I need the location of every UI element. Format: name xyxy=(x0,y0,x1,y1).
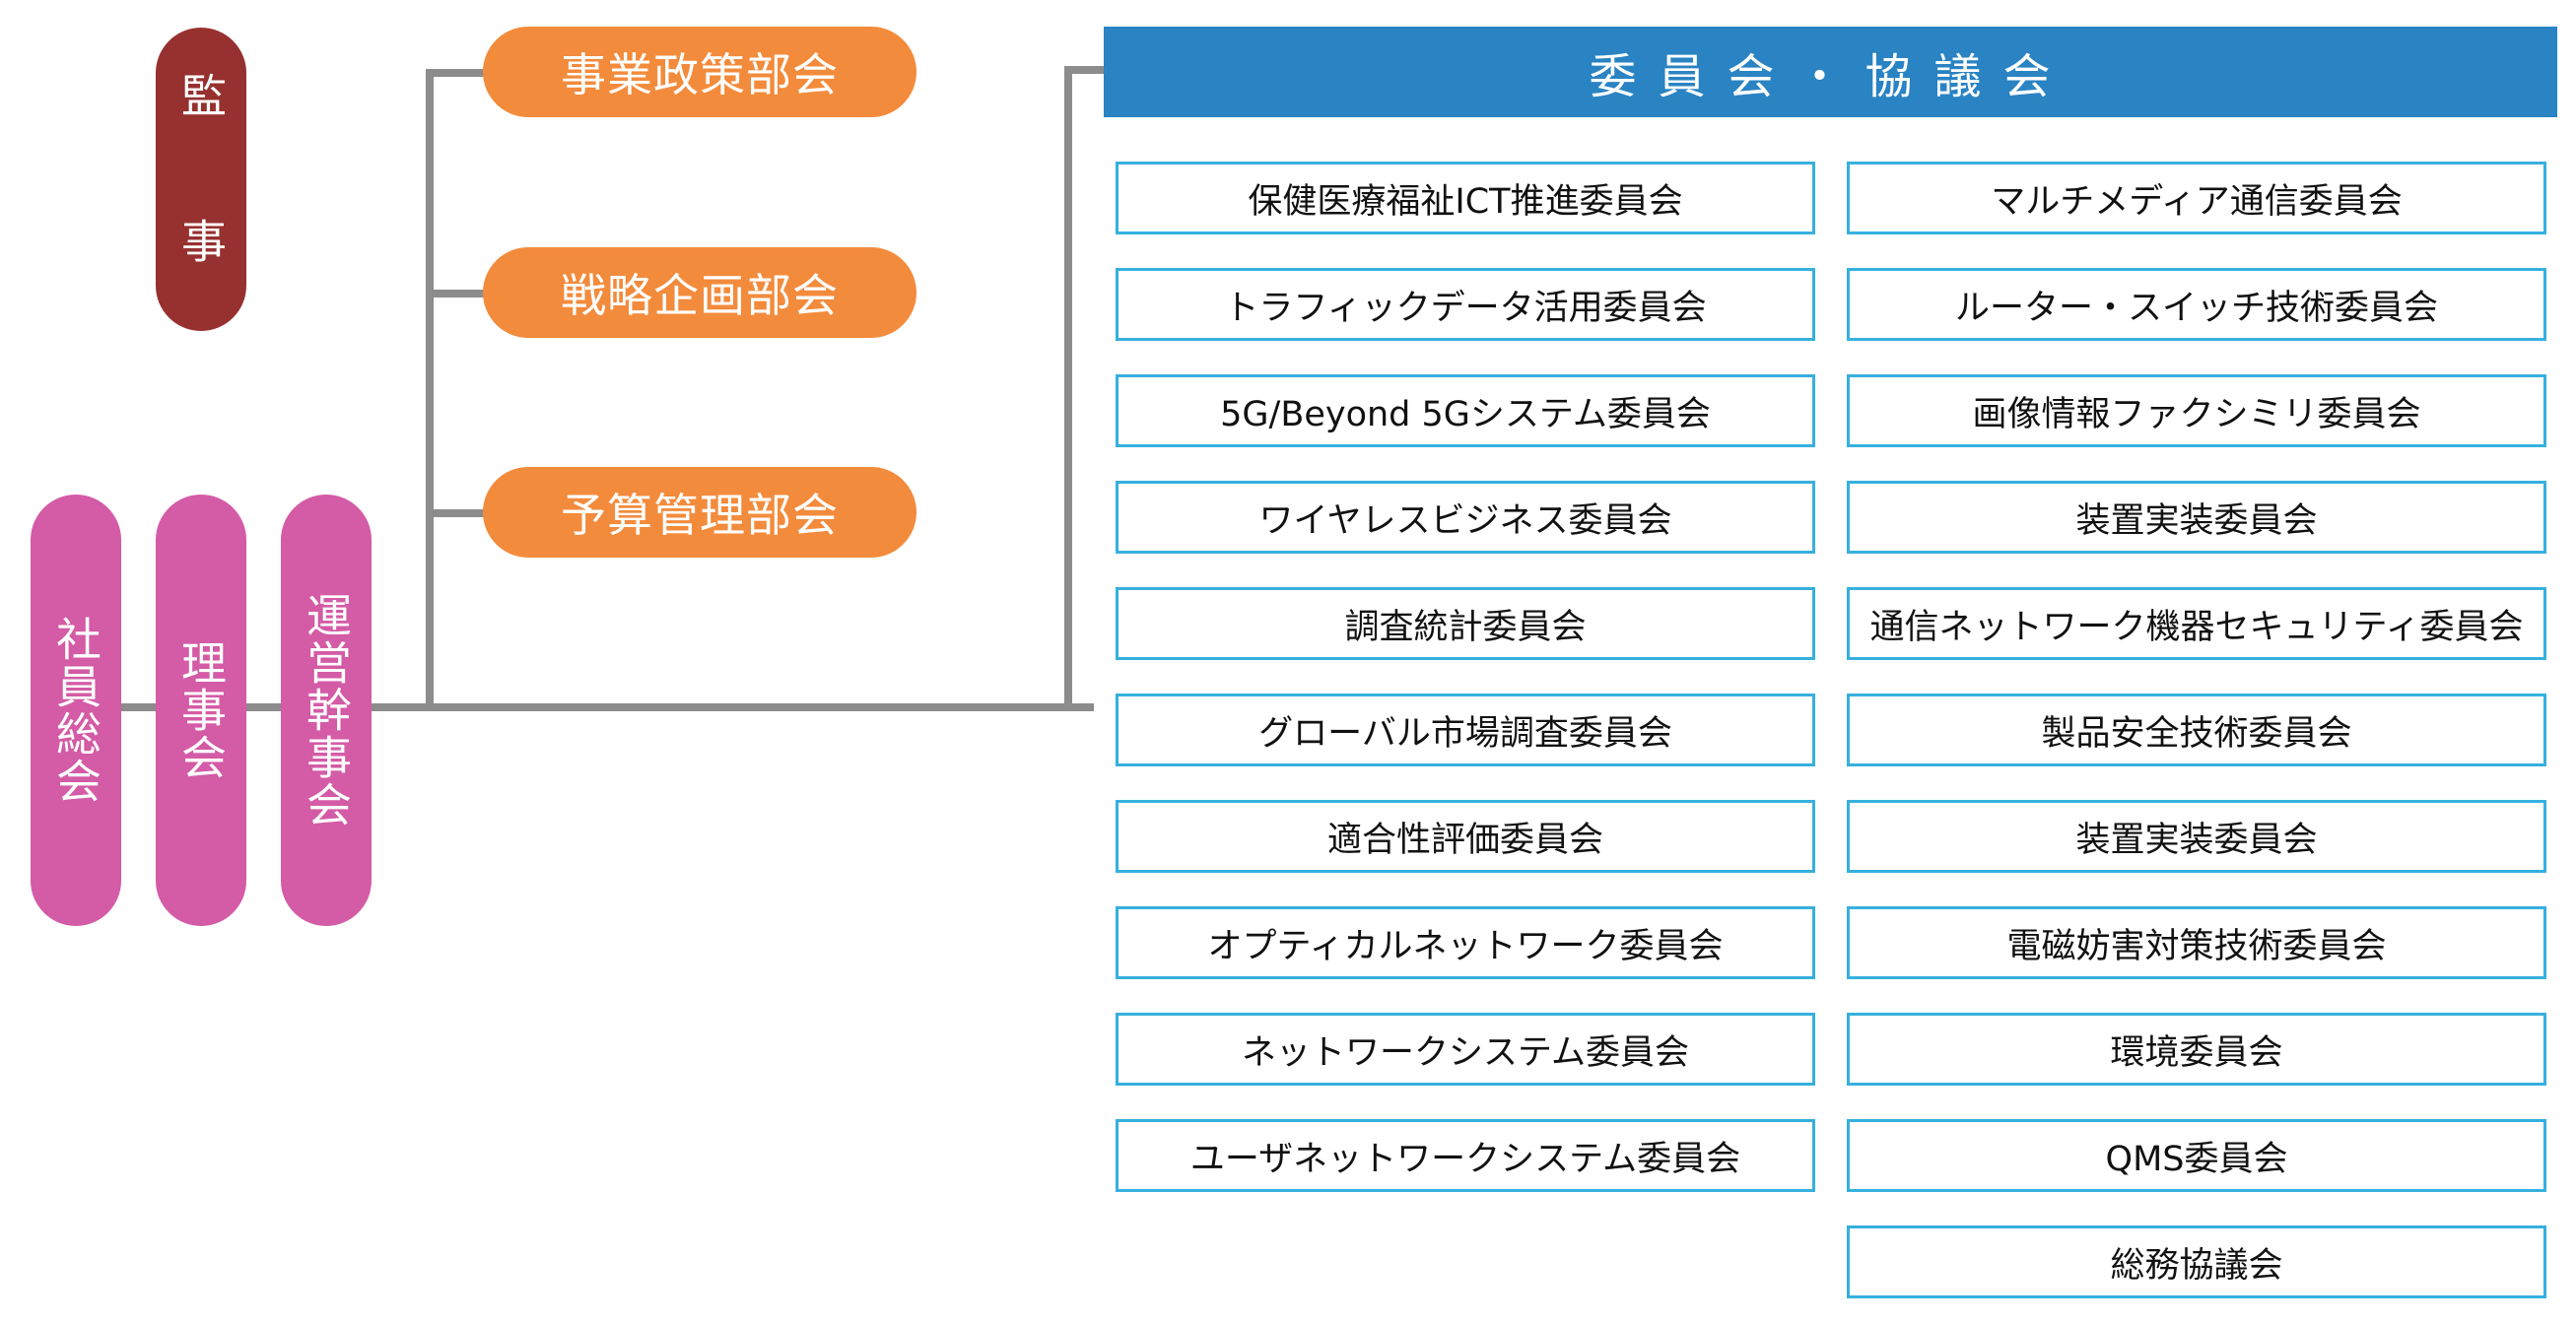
committee-box[interactable]: 通信ネットワーク機器セキュリティ委員会 xyxy=(1847,587,2546,660)
auditor-label: 監 事 xyxy=(174,72,228,287)
committee-box[interactable]: オプティカルネットワーク委員会 xyxy=(1116,906,1815,979)
committee-box[interactable]: ワイヤレスビジネス委員会 xyxy=(1116,481,1815,554)
committee-box[interactable]: マルチメディア通信委員会 xyxy=(1847,162,2546,234)
committee-box[interactable]: 環境委員会 xyxy=(1847,1013,2546,1086)
committee-label: マルチメディア通信委員会 xyxy=(1991,181,2403,222)
committee-label: QMS委員会 xyxy=(2105,1139,2288,1179)
committee-label: 装置実装委員会 xyxy=(2075,820,2318,860)
committee-box[interactable]: 装置実装委員会 xyxy=(1847,800,2546,873)
committee-box[interactable]: 装置実装委員会 xyxy=(1847,481,2546,554)
committee-label: トラフィックデータ活用委員会 xyxy=(1224,288,1707,328)
committee-label: 電磁妨害対策技術委員会 xyxy=(2006,926,2387,966)
committee-box[interactable]: ネットワークシステム委員会 xyxy=(1116,1013,1815,1086)
connector-division-spine xyxy=(426,69,434,711)
division-label: 事業政策部会 xyxy=(561,48,839,101)
committee-box[interactable]: 5G/Beyond 5Gシステム委員会 xyxy=(1116,374,1815,447)
committee-title: 委員会・協議会 xyxy=(1589,49,2072,104)
committee-label: 総務協議会 xyxy=(2110,1245,2283,1286)
connector-committee-vertical xyxy=(1064,66,1072,711)
connector-committee-top xyxy=(1064,66,1106,74)
general-meeting-node[interactable]: 社員総会 xyxy=(31,495,121,926)
division-label: 戦略企画部会 xyxy=(561,269,839,322)
committee-box[interactable]: 電磁妨害対策技術委員会 xyxy=(1847,906,2546,979)
committee-label: ワイヤレスビジネス委員会 xyxy=(1258,500,1672,541)
committee-label: 製品安全技術委員会 xyxy=(2041,713,2352,754)
committee-box[interactable]: トラフィックデータ活用委員会 xyxy=(1116,268,1815,341)
board-node[interactable]: 理事会 xyxy=(156,495,246,926)
division-strategy-planning[interactable]: 戦略企画部会 xyxy=(483,247,916,338)
committee-label: グローバル市場調査委員会 xyxy=(1258,713,1672,754)
committee-label: 適合性評価委員会 xyxy=(1326,820,1603,860)
committee-label: オプティカルネットワーク委員会 xyxy=(1207,926,1724,966)
committee-box[interactable]: 総務協議会 xyxy=(1847,1225,2546,1298)
committee-label: 画像情報ファクシミリ委員会 xyxy=(1972,394,2421,434)
division-label: 予算管理部会 xyxy=(561,489,839,542)
committee-banner: 委員会・協議会 xyxy=(1104,27,2557,117)
board-label: 理事会 xyxy=(174,639,228,781)
management-node[interactable]: 運営幹事会 xyxy=(281,495,372,926)
committee-label: ユーザネットワークシステム委員会 xyxy=(1189,1139,1741,1179)
committee-box[interactable]: 適合性評価委員会 xyxy=(1116,800,1815,873)
committee-label: 装置実装委員会 xyxy=(2075,500,2318,541)
management-label: 運営幹事会 xyxy=(300,592,353,828)
committee-box[interactable]: 画像情報ファクシミリ委員会 xyxy=(1847,374,2546,447)
committee-label: ネットワークシステム委員会 xyxy=(1242,1032,1689,1073)
connector-division-2 xyxy=(426,290,495,298)
connector-division-1 xyxy=(426,69,495,77)
committee-box[interactable]: グローバル市場調査委員会 xyxy=(1116,694,1815,766)
auditor-node[interactable]: 監 事 xyxy=(156,28,246,331)
committee-box[interactable]: 調査統計委員会 xyxy=(1116,587,1815,660)
connector-division-3 xyxy=(426,509,495,517)
committee-label: 保健医療福祉ICT推進委員会 xyxy=(1248,181,1683,222)
committee-box[interactable]: 製品安全技術委員会 xyxy=(1847,694,2546,766)
committee-label: 調査統計委員会 xyxy=(1344,607,1587,647)
committee-box[interactable]: ユーザネットワークシステム委員会 xyxy=(1116,1119,1815,1192)
committee-box[interactable]: 保健医療福祉ICT推進委員会 xyxy=(1116,162,1815,234)
committee-label: 5G/Beyond 5Gシステム委員会 xyxy=(1220,394,1711,434)
committee-box[interactable]: QMS委員会 xyxy=(1847,1119,2546,1192)
division-business-policy[interactable]: 事業政策部会 xyxy=(483,27,916,117)
general-meeting-label: 社員総会 xyxy=(49,616,102,805)
committee-label: 通信ネットワーク機器セキュリティ委員会 xyxy=(1869,607,2524,647)
division-budget-management[interactable]: 予算管理部会 xyxy=(483,467,916,558)
committee-label: 環境委員会 xyxy=(2110,1032,2283,1073)
connector-board-line xyxy=(108,703,1094,711)
committee-label: ルーター・スイッチ技術委員会 xyxy=(1954,288,2438,328)
committee-box[interactable]: ルーター・スイッチ技術委員会 xyxy=(1847,268,2546,341)
